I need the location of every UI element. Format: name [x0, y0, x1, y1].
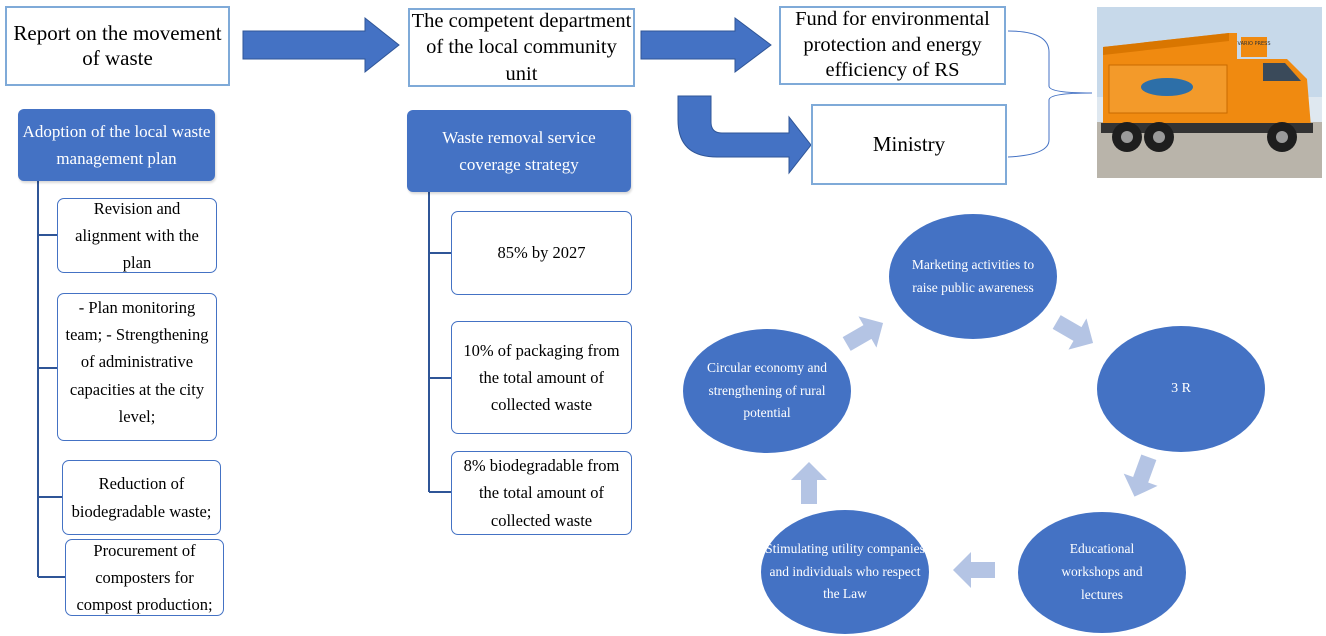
left-branch-header-label: Adoption of the local waste management p…: [22, 121, 211, 168]
left-item-4: Procurement of composters for compost pr…: [65, 539, 224, 616]
report-box: Report on the movement of waste: [5, 6, 230, 86]
cycle-node-3r-label: 3 R: [1171, 381, 1191, 397]
department-label: The competent department of the local co…: [411, 10, 632, 85]
cycle-node-marketing: Marketing activities to raise public awa…: [889, 214, 1057, 339]
cycle-node-marketing-label: Marketing activities to raise public awa…: [911, 256, 1035, 295]
cycle-arrow-5: [791, 462, 827, 504]
cycle-node-workshops: Educational workshops and lectures: [1018, 512, 1186, 633]
left-item-3-label: Reduction of biodegradable waste;: [71, 474, 212, 521]
cycle-node-circular-economy: Circular economy and strengthening of ru…: [683, 329, 851, 453]
left-item-1-label: Revision and alignment with the plan: [75, 198, 199, 273]
garbage-truck-image: VARIO PRESS: [1097, 7, 1322, 178]
cycle-node-3r: 3 R: [1097, 326, 1265, 452]
cycle-arrow-1: [842, 316, 884, 351]
cycle-arrow-4: [953, 552, 995, 588]
arrow-department-to-ministry: [677, 95, 812, 175]
left-branch-header: Adoption of the local waste management p…: [18, 109, 215, 181]
cycle-node-workshops-label: Educational workshops and lectures: [1061, 541, 1143, 602]
middle-item-2: 10% of packaging from the total amount o…: [451, 321, 632, 434]
fund-box: Fund for environmental protection and en…: [779, 6, 1006, 85]
cycle-arrow-3: [1123, 454, 1158, 497]
left-item-2-label: - Plan monitoring team; - Strengthening …: [65, 298, 209, 426]
svg-text:VARIO PRESS: VARIO PRESS: [1238, 41, 1271, 47]
cycle-arrow-2: [1052, 315, 1094, 350]
arrow-report-to-department: [242, 16, 400, 74]
fund-label: Fund for environmental protection and en…: [795, 8, 990, 82]
cycle-node-circular-economy-label: Circular economy and strengthening of ru…: [707, 359, 827, 421]
left-item-1: Revision and alignment with the plan: [57, 198, 217, 273]
left-item-2: - Plan monitoring team; - Strengthening …: [57, 293, 217, 441]
middle-item-3-label: 8% biodegradable from the total amount o…: [463, 456, 620, 530]
left-tree-lines: [37, 181, 65, 578]
middle-item-1-label: 85% by 2027: [497, 243, 586, 263]
brace-connector: [1007, 30, 1093, 158]
left-item-4-label: Procurement of composters for compost pr…: [76, 540, 213, 615]
middle-branch-header-label: Waste removal service coverage strategy: [442, 127, 596, 174]
ministry-box: Ministry: [811, 104, 1007, 185]
middle-item-3: 8% biodegradable from the total amount o…: [451, 451, 632, 535]
department-box: The competent department of the local co…: [408, 8, 635, 87]
cycle-node-stimulating: Stimulating utility companies and indivi…: [761, 510, 929, 634]
left-item-3: Reduction of biodegradable waste;: [62, 460, 221, 535]
middle-branch-header: Waste removal service coverage strategy: [407, 110, 631, 192]
report-label: Report on the movement of waste: [13, 20, 222, 70]
middle-item-2-label: 10% of packaging from the total amount o…: [463, 340, 620, 415]
cycle-node-stimulating-label: Stimulating utility companies and indivi…: [765, 540, 925, 602]
middle-item-1: 85% by 2027: [451, 211, 632, 295]
middle-tree-lines: [428, 192, 451, 493]
cycle-arrows: [791, 315, 1158, 588]
ministry-label: Ministry: [872, 131, 946, 156]
arrow-department-to-fund: [640, 17, 772, 73]
